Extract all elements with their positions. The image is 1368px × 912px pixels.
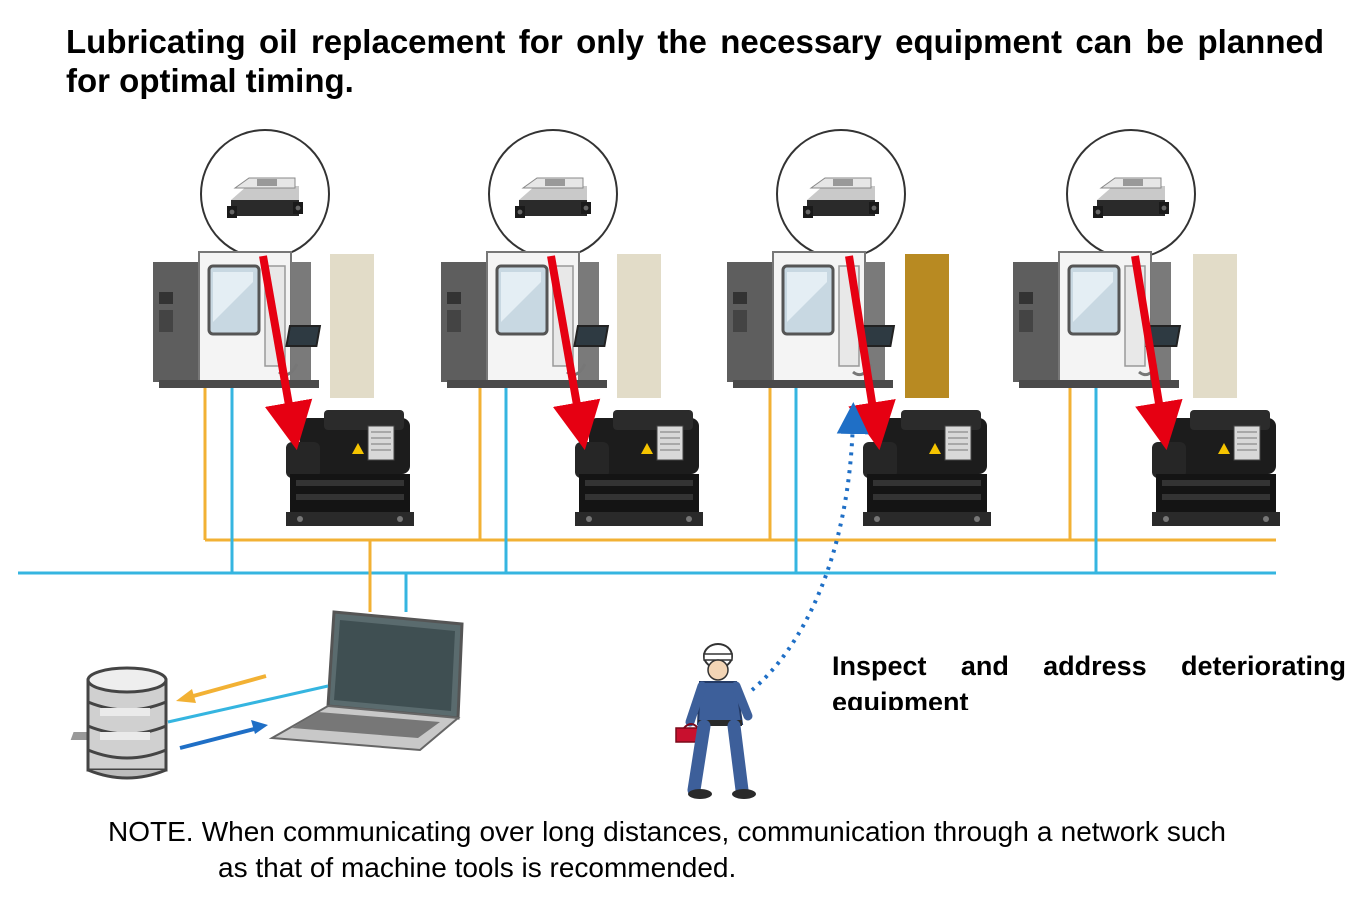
red-arrow xyxy=(1131,255,1183,451)
orange-data-arrow xyxy=(185,674,267,700)
machine-tool-icon xyxy=(151,250,322,390)
red-arrow xyxy=(259,255,313,451)
database-icon xyxy=(86,666,168,780)
station-4 xyxy=(1011,129,1281,527)
inspection-callout: Inspect and address deteriorating equipm… xyxy=(832,651,1346,710)
oil-column-icon xyxy=(1193,254,1237,398)
page-title: Lubricating oil replacement for only the… xyxy=(66,23,1324,99)
red-arrow xyxy=(845,255,896,451)
station-1 xyxy=(151,129,415,527)
note-text: NOTE. When communicating over long dista… xyxy=(108,816,1226,883)
hydraulic-unit-icon xyxy=(285,409,415,527)
station-3 xyxy=(725,129,992,527)
machine-tool-icon xyxy=(439,250,610,390)
dotted-inspection-arrow xyxy=(750,402,869,692)
red-arrow xyxy=(547,255,601,451)
hydraulic-unit-icon xyxy=(574,409,704,527)
network-drops xyxy=(203,388,1098,612)
hydraulic-unit-icon xyxy=(1151,409,1281,527)
data-link-line xyxy=(167,684,329,724)
oil-column-icon xyxy=(330,254,374,398)
oil-column-icon xyxy=(617,254,661,398)
laptop-icon xyxy=(70,610,464,752)
hydraulic-unit-icon xyxy=(862,409,992,527)
worker-icon xyxy=(675,643,756,799)
oil-column-icon xyxy=(905,254,949,398)
blue-data-arrow xyxy=(179,726,259,750)
station-2 xyxy=(439,129,704,527)
